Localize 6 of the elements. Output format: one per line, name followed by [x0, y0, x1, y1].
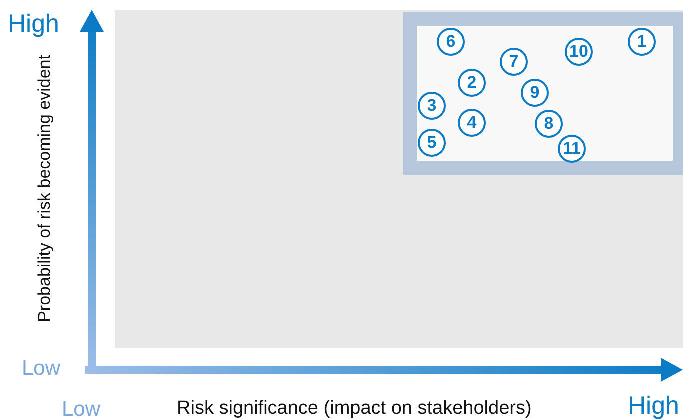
- axis-end-label: High: [628, 394, 680, 419]
- axis-title: Probability of risk becoming evident: [36, 55, 53, 322]
- axis-title: Risk significance (impact on stakeholders): [177, 399, 532, 418]
- axis-end-label: Low: [22, 358, 61, 379]
- axis-end-label: Low: [62, 399, 101, 419]
- axis-end-label: High: [8, 12, 60, 37]
